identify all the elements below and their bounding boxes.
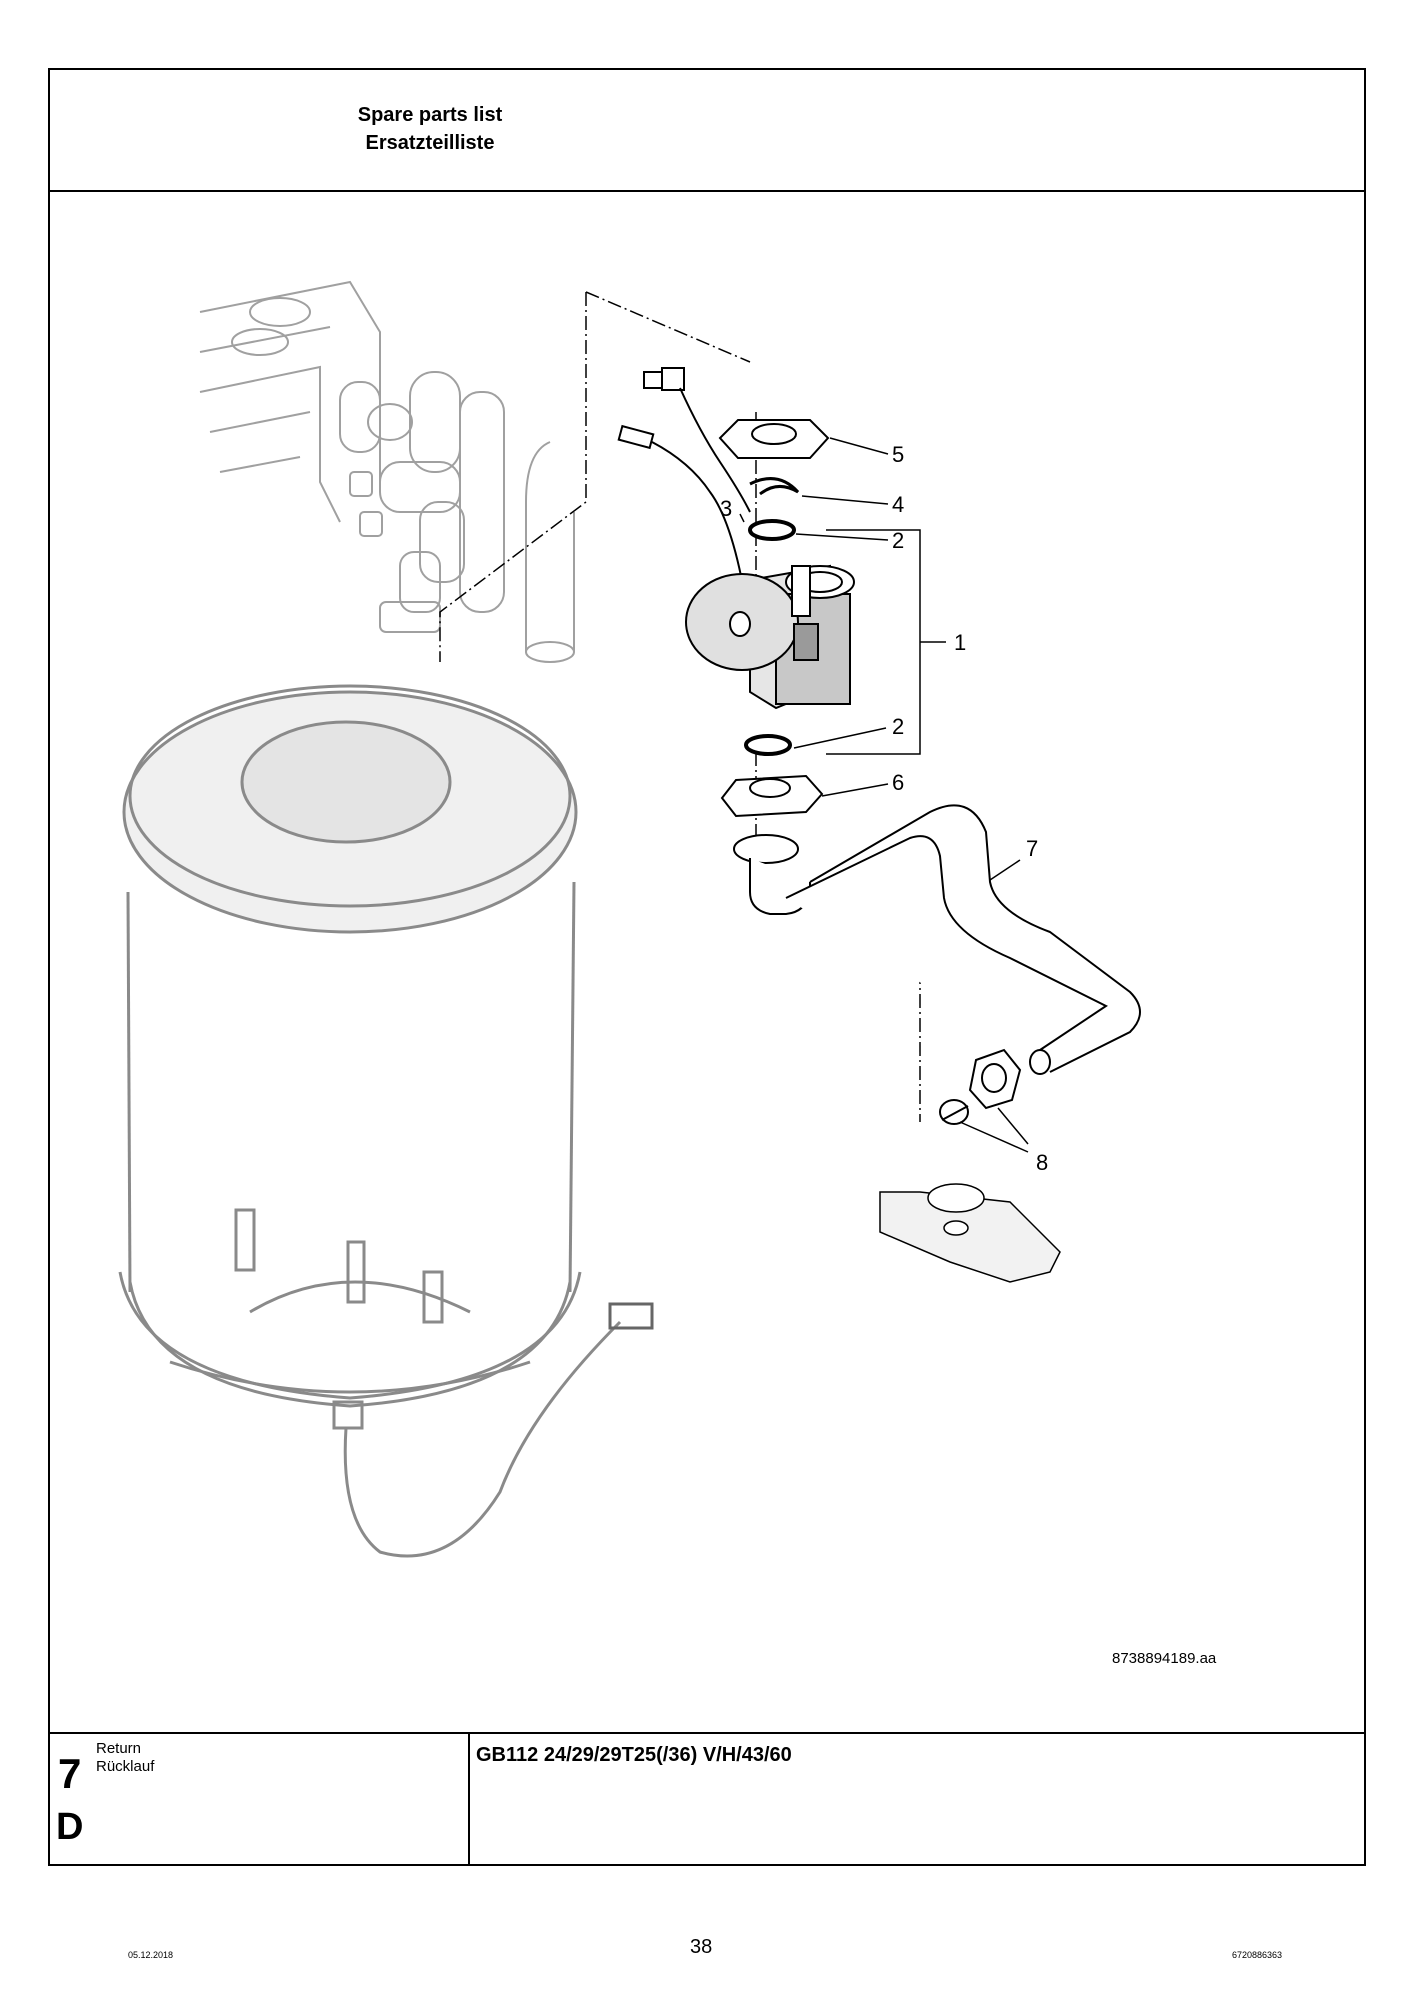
- gasket-2-lower: [744, 734, 792, 756]
- callout-2-lower: 2: [892, 714, 904, 739]
- callout-8: 8: [1036, 1150, 1048, 1175]
- callout-4: 4: [892, 492, 904, 517]
- nut-5: [718, 419, 830, 459]
- title-de: Ersatzteilliste: [365, 132, 495, 154]
- exploded-view-svg: 5 4 2 3 1 2 6 7 8: [118, 280, 1141, 1558]
- gasket-2-upper: [748, 519, 796, 541]
- storage-cylinder-illustration: [118, 684, 654, 1558]
- heat-exchanger-illustration: [199, 280, 575, 663]
- callout-5: 5: [892, 442, 904, 467]
- clip-4: [749, 477, 800, 496]
- callout-leaders: [739, 437, 1029, 1153]
- socket-plate: [879, 1183, 1061, 1283]
- drawing-reference: 8738894189.aa: [1112, 1650, 1217, 1667]
- page-number: 38: [690, 1936, 713, 1958]
- callout-1: 1: [954, 630, 966, 655]
- section-letter: D: [56, 1806, 84, 1848]
- exploded-view-drawing: 5 4 2 3 1 2 6 7 8 8738894189.aa: [50, 192, 1364, 1732]
- title-en: Spare parts list: [357, 104, 503, 126]
- section-number: 7: [58, 1750, 82, 1797]
- pump: [685, 564, 855, 710]
- callout-2-upper: 2: [892, 528, 904, 553]
- assembly-lines: [439, 291, 921, 1122]
- pipe-7: [733, 804, 1141, 1075]
- section-name-de: Rücklauf: [96, 1758, 155, 1775]
- callout-7: 7: [1026, 836, 1038, 861]
- section-name-en: Return: [96, 1740, 142, 1757]
- page-frame: Spare parts list Ersatzteilliste: [48, 68, 1366, 1866]
- bracket-1: [826, 529, 946, 755]
- footer-block: 7 D Return Rücklauf GB112 24/29/29T25(/3…: [50, 1732, 1364, 1864]
- callout-6: 6: [892, 770, 904, 795]
- callout-numbers: 5 4 2 3 1 2 6 7 8: [720, 442, 1048, 1175]
- print-date: 05.12.2018: [128, 1950, 174, 1960]
- fittings-8: [939, 1048, 1022, 1125]
- document-number: 6720886363: [1232, 1950, 1283, 1960]
- nut-6: [720, 774, 824, 818]
- callout-3: 3: [720, 496, 732, 521]
- model-designation: GB112 24/29/29T25(/36) V/H/43/60: [476, 1744, 792, 1766]
- footer-divider: [468, 1734, 470, 1864]
- header: Spare parts list Ersatzteilliste: [50, 70, 1364, 192]
